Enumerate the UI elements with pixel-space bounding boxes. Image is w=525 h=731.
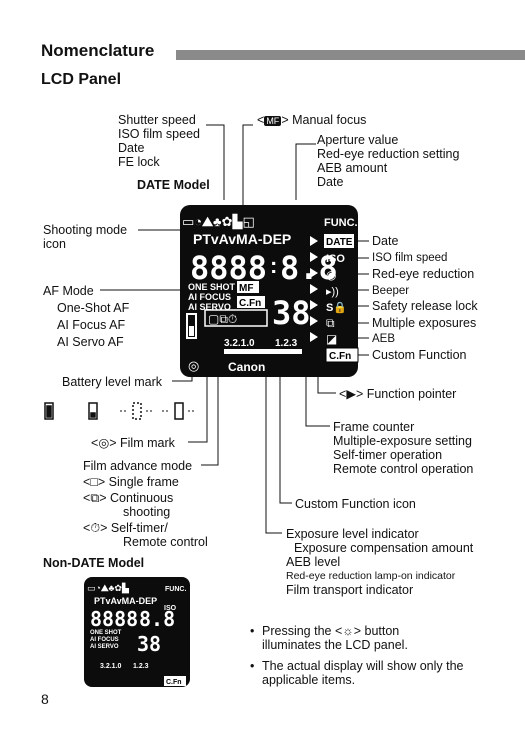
callout-frame-counter: Frame counter Multiple-exposure setting … bbox=[333, 420, 474, 476]
callout-film-advance: Film advance mode <□> Single frame <⧉> C… bbox=[83, 459, 208, 549]
small-lcd-counter: 38 bbox=[137, 632, 161, 656]
lcd-counter: 38 bbox=[272, 294, 311, 332]
mf-icon: MF bbox=[264, 116, 282, 126]
small-lcd-digits-right: 8.8 bbox=[139, 607, 175, 631]
page-number: 8 bbox=[41, 691, 49, 707]
callout-date: Date bbox=[372, 234, 399, 248]
note-2: The actual display will show only the ap… bbox=[262, 659, 464, 687]
lcd-digits-left: 8888 bbox=[190, 249, 267, 287]
small-lcd-scale: 3.2.1.0 bbox=[100, 663, 122, 670]
callout-safety-lock: Safety release lock bbox=[372, 299, 478, 313]
callout-cfn-icon: Custom Function icon bbox=[295, 497, 416, 511]
lcd-digits-right: 8.8 bbox=[280, 249, 338, 287]
note-bullet-1: • bbox=[250, 624, 255, 638]
svg-text:◪: ◪ bbox=[326, 332, 337, 346]
svg-text:▸)): ▸)) bbox=[326, 286, 339, 298]
callout-beeper: Beeper bbox=[372, 285, 410, 297]
lcd-scale-left: 3.2.1.0 bbox=[224, 338, 255, 349]
small-lcd-scale-r: 1.2.3 bbox=[133, 663, 149, 670]
single-frame-icon: □ bbox=[90, 475, 98, 489]
callout-iso: ISO film speed bbox=[372, 252, 448, 264]
callout-aperture: Aperture value Red-eye reduction setting… bbox=[317, 133, 460, 189]
svg-text:▢⧉⏱: ▢⧉⏱ bbox=[208, 312, 237, 326]
svg-text:S🔒: S🔒 bbox=[326, 301, 347, 314]
callout-film-mark: <◎> Film mark bbox=[91, 436, 175, 450]
svg-text:◉: ◉ bbox=[326, 268, 336, 282]
small-lcd-modes: PTvAvMA-DEP bbox=[94, 596, 157, 606]
note-bullet-2: • bbox=[250, 659, 255, 673]
lcd-date-tag: DATE bbox=[326, 237, 353, 248]
pointer-icon: ▶ bbox=[346, 387, 356, 401]
small-lcd-af3: AI SERVO bbox=[90, 644, 119, 650]
svg-text:▭◔⛰♣✿▙: ▭◔⛰♣✿▙ bbox=[87, 582, 130, 594]
lcd-iso-tag: ISO bbox=[326, 253, 345, 265]
svg-text:▭◔⛰♣✿▙◱: ▭◔⛰♣✿▙◱ bbox=[182, 213, 255, 230]
lcd-mf: MF bbox=[239, 283, 253, 294]
svg-text:◎: ◎ bbox=[188, 358, 199, 373]
lcd-cfn-right: C.Fn bbox=[329, 351, 351, 362]
lcd-modes: PTvAvMA-DEP bbox=[193, 231, 291, 247]
lcd-af-aifocus: AI FOCUS bbox=[188, 292, 231, 302]
section-title: Nomenclature bbox=[41, 41, 155, 60]
title-rule bbox=[176, 50, 525, 60]
lcd-af-aiservo: AI SERVO bbox=[188, 302, 231, 312]
callout-shooting-mode: Shooting mode icon bbox=[43, 223, 128, 251]
small-lcd-cfn: C.Fn bbox=[166, 679, 182, 686]
lcd-scale-right: 1.2.3 bbox=[275, 338, 298, 349]
callout-af-mode: AF Mode One-Shot AF AI Focus AF AI Servo… bbox=[43, 284, 130, 349]
small-lcd-digits: 8888 bbox=[90, 607, 138, 631]
small-lcd-func: FUNC. bbox=[165, 586, 186, 593]
date-model-label: DATE Model bbox=[137, 178, 210, 192]
film-mark-icon: ◎ bbox=[98, 436, 110, 450]
callout-aeb: AEB bbox=[372, 333, 396, 345]
lcd-func: FUNC. bbox=[324, 217, 358, 229]
continuous-icon: ⧉ bbox=[90, 491, 100, 505]
callout-custom-function: Custom Function bbox=[372, 348, 467, 362]
lcd-cfn: C.Fn bbox=[239, 298, 261, 309]
callout-battery: Battery level mark bbox=[62, 375, 163, 389]
callout-exposure-level: Exposure level indicator Exposure compen… bbox=[286, 527, 474, 597]
small-lcd-af2: AI FOCUS bbox=[90, 637, 119, 643]
svg-text:⧉: ⧉ bbox=[326, 316, 335, 330]
lcd-af-oneshot: ONE SHOT bbox=[188, 282, 236, 292]
self-timer-icon: ⏱ bbox=[90, 521, 101, 535]
svg-text::: : bbox=[270, 253, 277, 278]
lcd-brand: Canon bbox=[228, 360, 265, 374]
note-1: Pressing the <☼> button illuminates the … bbox=[262, 624, 408, 652]
callout-function-pointer: <▶> Function pointer bbox=[339, 387, 457, 401]
callout-manual-focus: <MF> Manual focus bbox=[257, 113, 367, 127]
callout-shutter-speed: Shutter speed ISO film speed Date FE loc… bbox=[118, 113, 200, 169]
lamp-icon: ☼ bbox=[342, 624, 354, 638]
subsection-title: LCD Panel bbox=[41, 71, 122, 88]
small-lcd-iso: ISO bbox=[164, 605, 177, 612]
callout-multiple-exposures: Multiple exposures bbox=[372, 316, 477, 330]
non-date-model-label: Non-DATE Model bbox=[43, 556, 145, 570]
callout-red-eye: Red-eye reduction bbox=[372, 267, 475, 281]
small-lcd-af1: ONE SHOT bbox=[90, 630, 122, 636]
